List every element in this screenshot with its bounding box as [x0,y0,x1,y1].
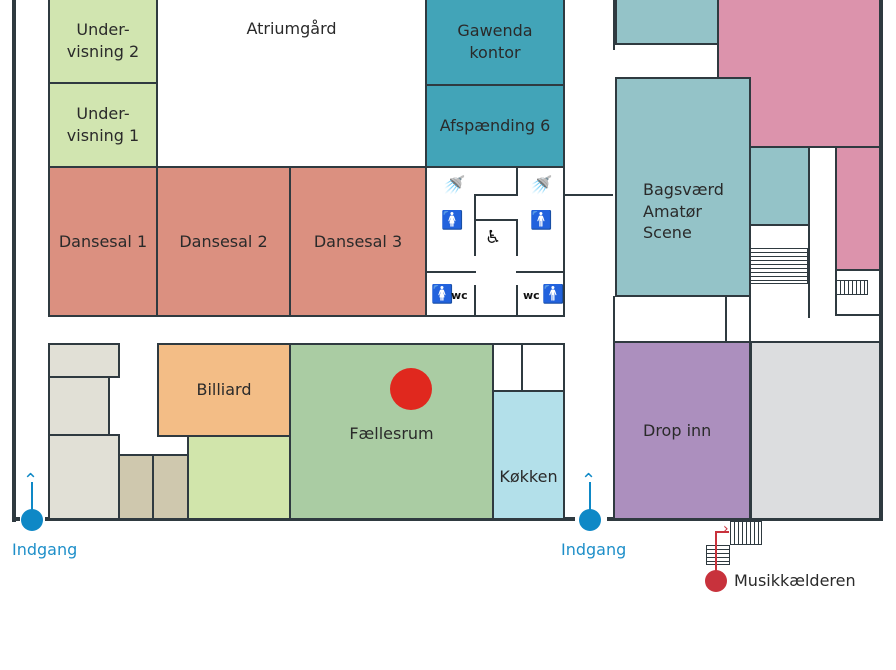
woman-icon: 🚺 [431,284,454,305]
route-line [715,531,729,533]
entrance-marker[interactable] [579,509,601,531]
wall [835,314,880,316]
wall [474,285,476,317]
green-room [187,435,291,520]
wall [749,296,751,343]
wall [474,194,518,196]
room-drop-inn: Drop inn [613,341,751,520]
entrance-arrow-icon [31,482,33,514]
room-dansesal-1: Dansesal 1 [48,166,158,317]
entrance-arrow-icon [589,482,591,514]
storage-room [48,434,120,520]
entrance-label: Indgang [561,540,627,559]
man-icon: 🚹 [530,210,553,231]
teal-room [615,0,719,45]
small-room [521,343,565,392]
room-dansesal-3: Dansesal 3 [289,166,427,317]
room-gawenda-kontor: Gawenda kontor [425,0,565,86]
room-koekken: Køkken [492,390,565,520]
shower-icon: 🚿 [443,175,466,196]
wall [516,166,518,196]
atrium: Atriumgård [156,0,427,168]
entrance-marker[interactable] [21,509,43,531]
wall [516,219,518,256]
wall [516,271,565,273]
musikkaelderen-marker[interactable] [705,570,727,592]
room-afspaending-6: Afspænding 6 [425,84,565,168]
small-room [118,454,154,520]
wall [613,0,615,50]
room-dansesal-2: Dansesal 2 [156,166,291,317]
storage-room [48,376,110,436]
storage-room [48,343,120,378]
room-bagsvaerd-amatoer-scene: Bagsværd Amatør Scene [615,77,751,297]
wall [476,219,518,221]
room-undervisning-2: Under- visning 2 [48,0,158,84]
room-billiard: Billiard [157,343,291,437]
arrow-right-icon: › [723,521,729,537]
wall [835,270,837,315]
staircase [730,521,762,545]
toilet-block [425,166,565,317]
wall [474,194,476,256]
teal-room [749,146,810,226]
entrance-label: Indgang [12,540,78,559]
musikkaelderen-label: Musikkælderen [734,571,856,590]
arrow-up-icon: ⌃ [23,470,39,491]
room-undervisning-1: Under- visning 1 [48,82,158,168]
pink-room [835,146,881,271]
wall [725,296,727,343]
shower-icon: 🚿 [530,175,553,196]
wc-label-women: wc [451,289,468,302]
wheelchair-icon: ♿ [485,227,502,248]
woman-icon: 🚺 [441,210,464,231]
small-room [492,343,523,392]
route-line [715,531,717,576]
outer-wall-bottom [12,517,20,521]
wall [808,148,810,318]
staircase [750,248,808,284]
wall [425,271,476,273]
staircase [706,545,730,565]
wall [516,285,518,317]
outer-wall-right [879,0,883,521]
arrow-up-icon: ⌃ [581,470,597,491]
wall [565,194,613,196]
outer-wall-left [12,0,16,522]
staircase [836,280,868,295]
man-icon: 🚹 [542,284,565,305]
wc-label-men: wc [523,289,540,302]
room-faellesrum: Fællesrum [289,343,494,520]
small-room [152,454,189,520]
you-are-here-marker [390,368,432,410]
gray-room [749,341,881,520]
